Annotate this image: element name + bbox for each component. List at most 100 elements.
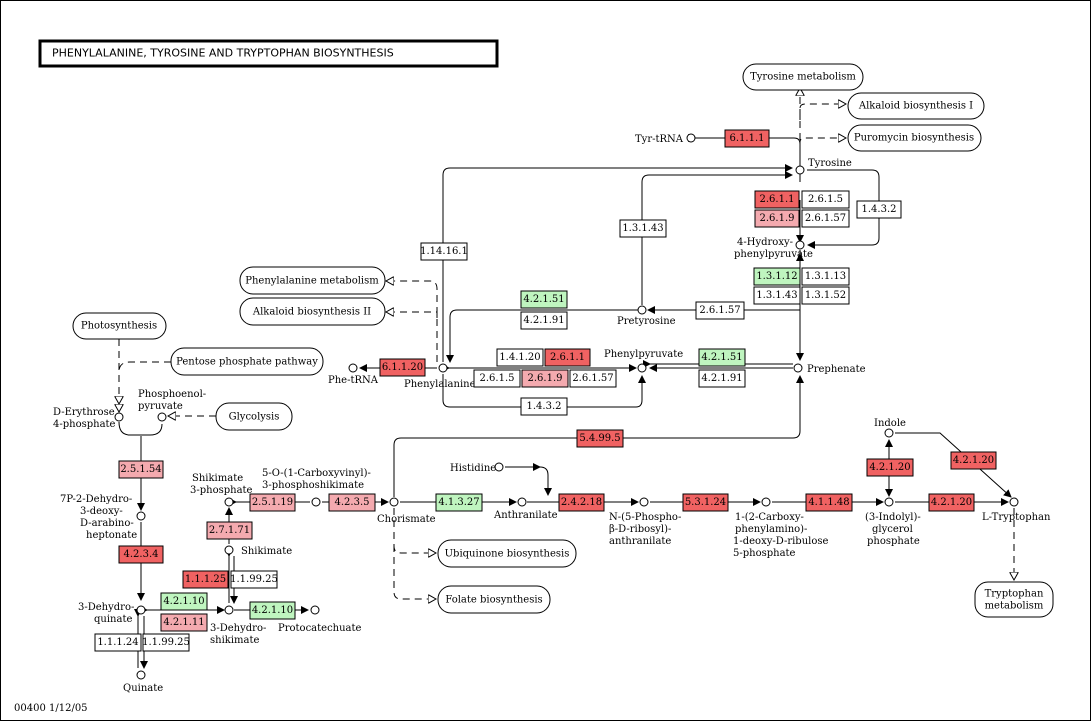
enzyme-box[interactable]: 4.2.1.11 xyxy=(160,613,208,632)
enzyme-box[interactable]: 1.3.1.12 xyxy=(753,267,801,286)
enzyme-box[interactable]: 5.4.99.5 xyxy=(576,429,624,448)
label-cdrp-2: phenylamino)- xyxy=(735,524,807,535)
enzyme-box[interactable]: 2.4.2.18 xyxy=(558,493,605,512)
enzyme-box[interactable]: 1.4.1.20 xyxy=(496,348,544,367)
enzyme-box[interactable]: 4.2.1.51 xyxy=(520,290,568,309)
enzyme-box[interactable]: 4.2.1.10 xyxy=(249,601,296,620)
compound-labels: Tyr-tRNA Tyrosine 4-Hydroxy- phenylpyruv… xyxy=(53,134,1051,694)
svg-text:4.2.1.11: 4.2.1.11 xyxy=(163,617,204,628)
map-puromycin-biosynthesis[interactable]: Puromycin biosynthesis xyxy=(847,124,982,152)
svg-text:2.4.2.18: 2.4.2.18 xyxy=(561,497,602,508)
enzyme-box[interactable]: 4.1.1.48 xyxy=(805,493,853,512)
compound-tryptophan[interactable] xyxy=(1009,497,1019,507)
label-igp-1: (3-Indolyl)- xyxy=(865,512,921,523)
compound-indole[interactable] xyxy=(884,428,894,438)
compound-histidine[interactable] xyxy=(494,462,504,472)
svg-text:Tryptophan: Tryptophan xyxy=(985,589,1044,600)
compound-pretyrosine[interactable] xyxy=(637,305,647,315)
enzyme-box[interactable]: 1.3.1.13 xyxy=(801,267,850,286)
compound-tyrosine[interactable] xyxy=(795,165,805,175)
map-alkaloid-biosynthesis-2[interactable]: Alkaloid biosynthesis II xyxy=(239,297,386,326)
map-photosynthesis[interactable]: Photosynthesis xyxy=(72,312,167,340)
map-glycolysis[interactable]: Glycolysis xyxy=(215,402,293,431)
enzyme-box[interactable]: 2.5.1.19 xyxy=(249,493,296,512)
compound-hydroxyphenylpyruvate[interactable] xyxy=(795,240,805,250)
compound-3-dehydroquinate[interactable] xyxy=(136,605,146,615)
map-folate-biosynthesis[interactable]: Folate biosynthesis xyxy=(437,585,551,614)
svg-text:4.2.1.91: 4.2.1.91 xyxy=(523,315,564,326)
compound-protocatechuate[interactable] xyxy=(310,605,320,615)
enzyme-box[interactable]: 2.6.1.57 xyxy=(695,301,745,320)
svg-text:metabolism: metabolism xyxy=(985,601,1044,612)
compound-phe-trna[interactable] xyxy=(348,363,358,373)
enzyme-box[interactable]: 2.6.1.1 xyxy=(754,190,800,209)
enzyme-box[interactable]: 1.1.1.25 xyxy=(182,570,229,589)
map-pentose-phosphate-pathway[interactable]: Pentose phosphate pathway xyxy=(170,347,324,376)
enzyme-box[interactable]: 4.2.1.20 xyxy=(928,493,975,512)
compound-erythrose-4-phosphate[interactable] xyxy=(114,412,124,422)
label-cdrp-1: 1-(2-Carboxy- xyxy=(735,512,804,523)
map-ubiquinone-biosynthesis[interactable]: Ubiquinone biosynthesis xyxy=(437,539,577,568)
enzyme-box[interactable]: 2.7.1.71 xyxy=(206,521,253,540)
compound-3-dehydroshikimate[interactable] xyxy=(224,605,234,615)
svg-text:1.4.1.20: 1.4.1.20 xyxy=(499,352,540,363)
enzyme-box[interactable]: 4.2.1.10 xyxy=(160,592,208,611)
map-tryptophan-metabolism[interactable]: Tryptophan metabolism xyxy=(974,581,1054,618)
enzyme-box[interactable]: 5.3.1.24 xyxy=(682,493,729,512)
compound-indolylglycerol-phosphate[interactable] xyxy=(884,497,894,507)
enzyme-box[interactable]: 2.6.1.9 xyxy=(754,209,800,228)
compound-pr-anthranilate[interactable] xyxy=(639,497,649,507)
enzyme-box[interactable]: 1.1.99.25 xyxy=(230,570,278,589)
enzyme-box[interactable]: 4.2.1.51 xyxy=(698,348,746,367)
enzyme-box[interactable]: 2.6.1.5 xyxy=(473,369,521,388)
compound-anthranilate[interactable] xyxy=(517,497,527,507)
enzyme-box[interactable]: 4.2.1.20 xyxy=(950,451,997,470)
enzyme-box[interactable]: 4.2.1.91 xyxy=(698,369,746,388)
label-chorismate: Chorismate xyxy=(377,514,436,525)
enzyme-box[interactable]: 2.6.1.9 xyxy=(521,369,569,388)
enzyme-box[interactable]: 1.4.3.2 xyxy=(856,200,902,219)
enzyme-box[interactable]: 4.2.1.20 xyxy=(866,458,914,477)
label-quinate: Quinate xyxy=(123,683,163,694)
enzyme-box[interactable]: 2.6.1.5 xyxy=(801,190,850,209)
label-pep-1: Phosphoenol- xyxy=(138,389,206,400)
enzyme-box[interactable]: 2.5.1.54 xyxy=(118,460,164,479)
enzyme-box[interactable]: 1.3.1.52 xyxy=(801,286,850,305)
enzyme-box[interactable]: 2.6.1.57 xyxy=(801,209,850,228)
compound-phenylpyruvate[interactable] xyxy=(637,363,647,373)
enzyme-box[interactable]: 1.1.99.25 xyxy=(142,633,190,652)
compound-quinate[interactable] xyxy=(136,670,146,680)
compound-tyr-trna[interactable] xyxy=(686,133,696,143)
enzyme-box[interactable]: 1.3.1.43 xyxy=(753,286,801,305)
map-tyrosine-metabolism[interactable]: Tyrosine metabolism xyxy=(742,63,864,91)
enzyme-box[interactable]: 6.1.1.1 xyxy=(724,129,770,148)
enzyme-box[interactable]: 4.1.3.27 xyxy=(435,493,483,512)
label-tryptophan: L-Tryptophan xyxy=(982,512,1051,523)
label-dahp-1: 7P-2-Dehydro- xyxy=(60,494,132,505)
compound-shikimate-3-phosphate[interactable] xyxy=(224,497,234,507)
enzyme-box[interactable]: 1.3.1.43 xyxy=(619,219,667,238)
map-phenylalanine-metabolism[interactable]: Phenylalanine metabolism xyxy=(239,266,386,295)
compound-phenylalanine[interactable] xyxy=(438,363,448,373)
enzyme-box[interactable]: 1.4.3.2 xyxy=(520,397,568,416)
compound-prephenate[interactable] xyxy=(793,363,803,373)
label-shik3p-2: 3-phosphate xyxy=(190,485,253,496)
enzyme-box[interactable]: 4.2.3.5 xyxy=(328,493,376,512)
enzyme-box[interactable]: 1.1.1.24 xyxy=(94,633,142,652)
compound-chorismate[interactable] xyxy=(389,497,399,507)
enzyme-box[interactable]: 2.6.1.1 xyxy=(544,348,591,367)
enzyme-box[interactable]: 4.2.1.91 xyxy=(520,311,568,330)
compound-phosphoenolpyruvate[interactable] xyxy=(157,412,167,422)
enzyme-box[interactable]: 4.2.3.4 xyxy=(118,545,164,564)
map-alkaloid-biosynthesis-1[interactable]: Alkaloid biosynthesis I xyxy=(847,92,985,120)
compound-dahp[interactable] xyxy=(136,511,146,521)
compound-cdrp[interactable] xyxy=(761,497,771,507)
label-pretyrosine: Pretyrosine xyxy=(617,316,676,327)
enzyme-box[interactable]: 6.1.1.20 xyxy=(379,358,426,377)
svg-text:2.5.1.19: 2.5.1.19 xyxy=(252,497,293,508)
enzyme-box[interactable]: 1.14.16.1 xyxy=(420,242,468,261)
enzyme-box[interactable]: 2.6.1.57 xyxy=(569,369,617,388)
svg-text:2.6.1.9: 2.6.1.9 xyxy=(760,213,795,224)
compound-shikimate[interactable] xyxy=(224,545,234,555)
compound-epsp[interactable] xyxy=(311,497,321,507)
